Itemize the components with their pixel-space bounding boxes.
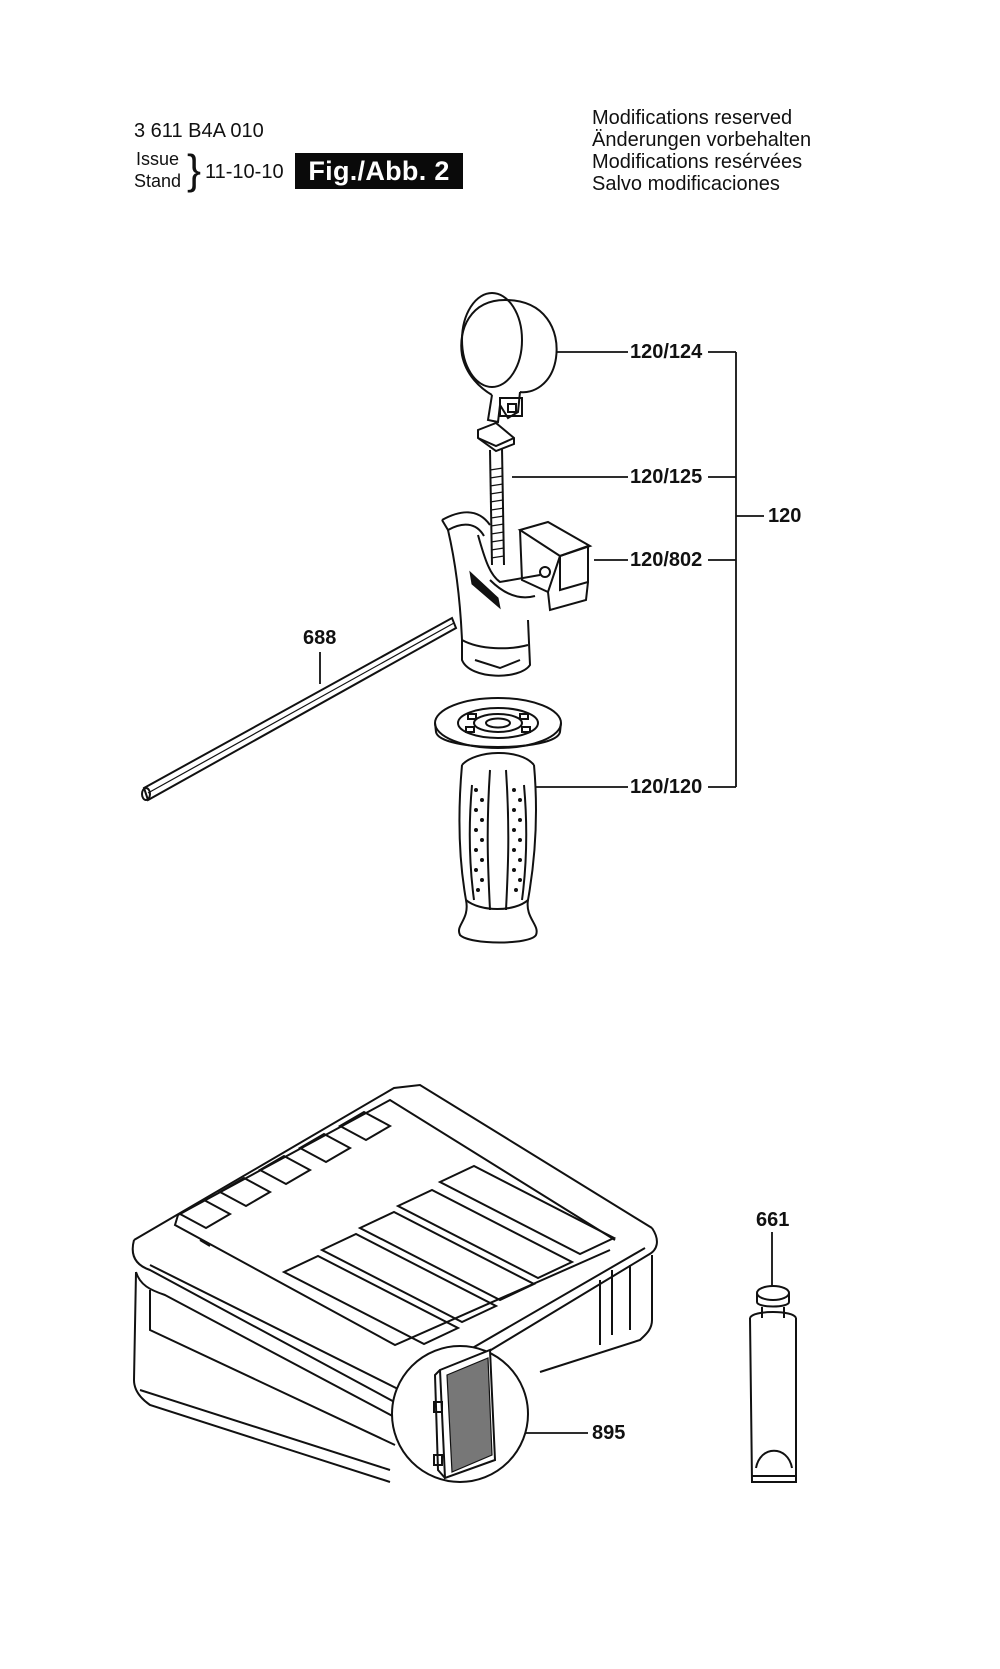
callout-120-802: 120/802 [630, 549, 703, 571]
stand-label: Stand [134, 171, 182, 191]
issue-label: Issue [136, 149, 180, 169]
callout-688: 688 [303, 627, 337, 649]
threaded-bolt-part [477, 421, 515, 566]
clamp-band-part [460, 292, 558, 424]
modifications-de: Änderungen vorbehalten [592, 129, 812, 151]
callout-661: 661 [756, 1209, 790, 1231]
callout-895: 895 [592, 1422, 626, 1444]
callout-120-124: 120/124 [630, 341, 703, 363]
grease-tube-part [749, 1285, 797, 1483]
leader-lines [319, 351, 773, 1434]
modifications-fr: Modifications resérvées [592, 151, 803, 173]
label-detail-part [391, 1345, 529, 1483]
figure-badge: Fig./Abb. 2 [295, 153, 463, 189]
modifications-es: Salvo modificaciones [592, 173, 780, 195]
brace-symbol: } [187, 146, 202, 193]
part-code: 3 611 B4A 010 [134, 120, 264, 142]
callout-120: 120 [768, 505, 802, 527]
side-grip-part [434, 697, 562, 944]
issue-date: 11-10-10 [205, 161, 284, 183]
handle-housing-part [441, 511, 593, 677]
callout-120-120: 120/120 [630, 776, 703, 798]
modifications-notice: Modifications reserved Änderungen vorbeh… [592, 107, 811, 195]
carrying-case-part [131, 1083, 658, 1483]
depth-rod-part [141, 616, 458, 802]
modifications-en: Modifications reserved [592, 107, 793, 129]
callout-120-125: 120/125 [630, 466, 703, 488]
